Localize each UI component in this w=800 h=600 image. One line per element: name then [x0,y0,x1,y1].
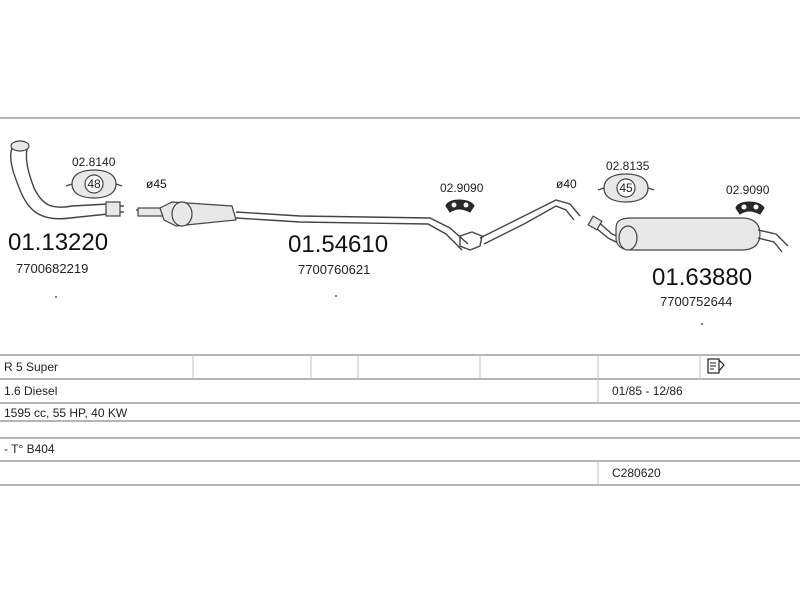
gasket-rear-code: 02.8135 [606,159,650,173]
catalog-code: C280620 [612,466,661,480]
vehicle-type: - T° B404 [4,442,55,456]
marker-dot [55,296,57,298]
front-pipe-number: 01.13220 [8,229,108,256]
vehicle-specs: 1595 cc, 55 HP, 40 KW [4,406,128,420]
marker-dot [701,323,703,325]
diameter-45-label: ø45 [146,177,167,191]
gasket-rear-size: 45 [619,181,633,195]
front-pipe-oem: 7700682219 [16,261,88,276]
document-icon[interactable] [707,358,725,374]
hanger-middle-code: 02.9090 [440,181,484,195]
gasket-front-code: 02.8140 [72,155,116,169]
center-silencer-drawing [136,201,483,251]
rear-silencer-drawing [587,215,789,253]
diameter-40-label: ø40 [556,177,577,191]
front-pipe-drawing [10,140,124,220]
marker-dot [335,295,337,297]
vehicle-engine: 1.6 Diesel [4,384,57,398]
hanger-rear-icon [735,201,765,215]
rear-silencer-oem: 7700752644 [660,294,732,309]
vehicle-years: 01/85 - 12/86 [612,384,683,398]
hanger-middle-icon [445,199,475,213]
center-silencer-number: 01.54610 [288,231,388,258]
vehicle-model: R 5 Super [4,360,58,374]
rear-silencer-number: 01.63880 [652,264,752,291]
intermediate-pipe-drawing [479,199,581,245]
vehicle-info-table [0,354,800,486]
gasket-rear-icon [597,173,655,203]
gasket-front-icon [65,169,123,199]
center-silencer-oem: 7700760621 [298,262,370,277]
gasket-front-size: 48 [87,177,101,191]
hanger-rear-code: 02.9090 [726,183,770,197]
